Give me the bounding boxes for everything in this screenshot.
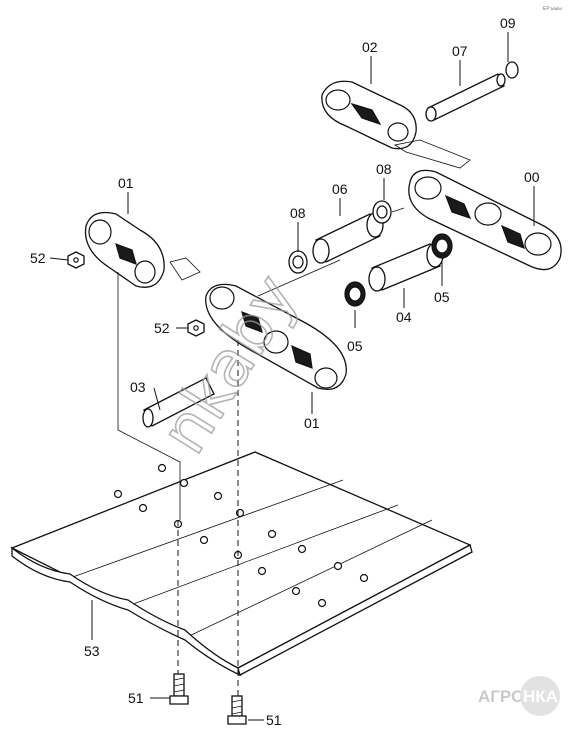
leader-lines bbox=[49, 32, 535, 721]
logo: АГРО НКА bbox=[478, 676, 560, 716]
link-01-middle bbox=[205, 283, 347, 391]
label-53: 53 bbox=[84, 643, 100, 659]
assembly-guide-lines bbox=[117, 207, 405, 696]
label-02: 02 bbox=[362, 39, 378, 55]
logo-text-left: АГРО bbox=[478, 687, 524, 706]
label-06: 06 bbox=[332, 181, 348, 197]
label-01-upper: 01 bbox=[118, 175, 134, 191]
pin-03 bbox=[142, 377, 215, 428]
logo-text-right: НКА bbox=[523, 687, 558, 706]
link-02-shadow bbox=[393, 139, 471, 169]
bolt-51-left bbox=[169, 673, 189, 705]
shoe-plate-outline bbox=[10, 451, 472, 669]
corner-mark: ЕР ыыы bbox=[543, 6, 562, 12]
label-09: 09 bbox=[500, 15, 516, 31]
label-04: 04 bbox=[396, 309, 412, 325]
link-01-upper bbox=[84, 211, 165, 288]
label-52-upper: 52 bbox=[30, 250, 46, 266]
label-01-lower: 01 bbox=[304, 415, 320, 431]
seal-08-upper bbox=[372, 200, 392, 224]
label-52-lower: 52 bbox=[154, 320, 170, 336]
track-shoe-plates bbox=[10, 451, 473, 677]
bushing-06 bbox=[312, 212, 384, 264]
label-51-right: 51 bbox=[266, 712, 282, 728]
label-05-right: 05 bbox=[434, 289, 450, 305]
nut-52-upper bbox=[67, 251, 85, 269]
snap-ring-09 bbox=[505, 61, 519, 79]
nut-52-lower bbox=[187, 319, 205, 337]
seal-05-left bbox=[344, 281, 366, 307]
label-08-upper: 08 bbox=[376, 161, 392, 177]
logo-badge bbox=[520, 676, 560, 716]
link-01-upper-shadow bbox=[169, 257, 201, 281]
link-00 bbox=[408, 169, 562, 271]
label-07: 07 bbox=[452, 43, 468, 59]
bolt-51-right bbox=[227, 695, 247, 725]
label-00: 00 bbox=[524, 169, 540, 185]
label-03: 03 bbox=[130, 379, 146, 395]
shoe-bolt-holes bbox=[113, 463, 369, 608]
label-08-lower: 08 bbox=[290, 205, 306, 221]
link-02 bbox=[321, 80, 417, 150]
seal-05-right bbox=[431, 233, 453, 259]
part-labels: 02 07 09 01 06 08 00 52 08 05 04 52 05 0… bbox=[30, 15, 540, 728]
label-05-left: 05 bbox=[347, 338, 363, 354]
bushing-04 bbox=[368, 242, 444, 292]
pin-07 bbox=[425, 73, 506, 122]
seal-08-lower bbox=[288, 250, 308, 274]
label-51-left: 51 bbox=[128, 690, 144, 706]
